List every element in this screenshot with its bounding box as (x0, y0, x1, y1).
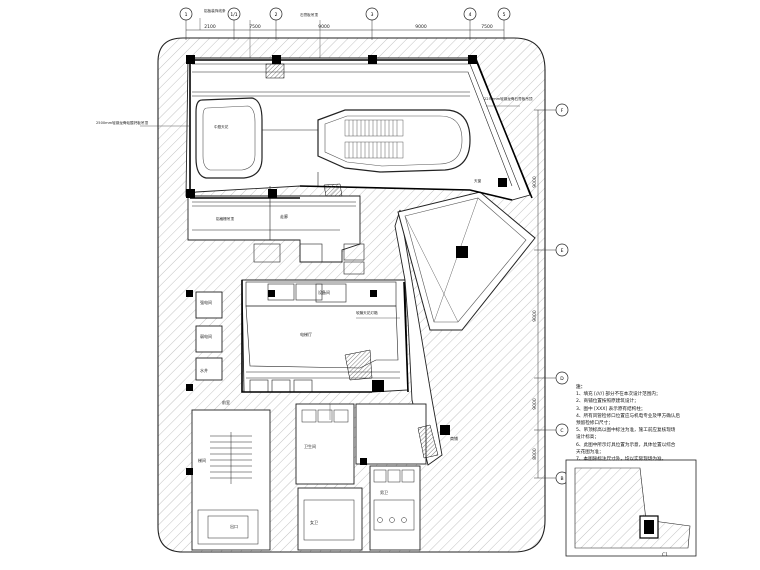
svg-text:1: 1 (185, 12, 188, 18)
note-line: 预留检修口尺寸； (576, 421, 613, 427)
right-dimension-values: 9000 9000 9000 8000 (532, 176, 538, 460)
notes-title: 注： (576, 385, 586, 390)
note-line: 天花图为准； (576, 449, 604, 455)
dim-right-4: 8000 (532, 448, 538, 460)
dim-top-4: 9000 (415, 24, 427, 30)
grid-bubble-top-1: 1 (179, 7, 193, 26)
callout-label-5: 软膜天花灯箱 (356, 310, 378, 315)
decorative-panels (265, 63, 439, 459)
callout-label-6: 铝格栅吊顶 (216, 216, 234, 221)
svg-text:4: 4 (469, 12, 472, 18)
room-label-weak: 弱电间 (200, 333, 212, 339)
room-label-power: 强电间 (200, 299, 212, 305)
grid-bubble-top-3: 2 (269, 7, 283, 26)
room-label-female: 女卫 (310, 519, 318, 525)
callout-label-8: 天窗 (474, 178, 482, 183)
room-label-exit: 出口 (230, 523, 238, 529)
skylight-frame (397, 191, 536, 331)
callout-label-3: 石膏板吊顶 (300, 12, 318, 17)
svg-text:F: F (561, 108, 564, 114)
dim-top-3: 9000 (318, 24, 330, 30)
note-line: 6、此图中所示灯具位置为示意，具体位置以综合 (576, 442, 676, 448)
note-line: 2、商铺位置按照原建筑设计； (576, 399, 639, 405)
svg-text:D: D (560, 376, 564, 382)
svg-text:1/1: 1/1 (230, 12, 237, 18)
ceiling-lines (192, 63, 521, 545)
svg-text:E: E (561, 248, 564, 254)
room-label-corridor: 走廊 (280, 213, 288, 219)
grid-bubble-right-4: C (548, 423, 569, 437)
note-line: 5、吊顶标高以图中标注为准，施工前应复核现场 (576, 428, 676, 434)
grid-bubble-top-6: 5 (497, 7, 511, 26)
callout-label-4: 2250mm轻钢龙骨石膏板吊顶 (484, 96, 533, 101)
note-line: 4、所有风管检修口位置应与机电专业及甲方确认后 (576, 413, 680, 419)
grid-bubble-top-2: 1/1 (227, 7, 241, 26)
room-label-washroom: 卫生间 (304, 443, 316, 449)
room-label-water: 水井 (200, 367, 208, 373)
svg-text:3: 3 (371, 12, 374, 18)
dim-right-1: 9000 (532, 176, 538, 188)
room-labels: 梯间 前室 电梯厅 卫生间 男卫 女卫 商铺 走廊 设备间 强电间 弱电间 水井… (198, 213, 458, 529)
top-dimension-line (185, 26, 505, 40)
grid-bubble-top-5: 4 (463, 7, 477, 26)
svg-text:2: 2 (275, 12, 278, 18)
grid-bubble-right-3: D (548, 371, 569, 385)
callout-labels: 2500mm轻钢龙骨硅酸钙板吊顶 铝板装饰线条 石膏板吊顶 2250mm轻钢龙骨… (96, 8, 533, 315)
room-label-lift-lobby: 电梯厅 (300, 331, 312, 337)
dim-right-2: 9000 (532, 310, 538, 322)
grid-bubbles-top: 1 1/1 2 3 4 5 (179, 7, 511, 26)
grid-bubbles-right: F E D C B (548, 103, 569, 485)
svg-text:C: C (560, 428, 563, 434)
grid-bubble-right-1: F (548, 103, 569, 117)
key-plan: C1 (565, 459, 697, 558)
note-line: 1、填充 [////] 部分不在本次设计范围内； (576, 392, 661, 398)
general-notes: 注： 1、填充 [////] 部分不在本次设计范围内； 2、商铺位置按照原建筑设… (576, 384, 736, 463)
dim-top-5: 7500 (481, 24, 493, 30)
room-label-stair: 梯间 (198, 457, 206, 463)
callout-label-1: 2500mm轻钢龙骨硅酸钙板吊顶 (96, 120, 148, 125)
callout-label-7: 中庭天花 (214, 124, 229, 129)
structural-columns (186, 55, 507, 475)
note-line: 7、本图除标注尺寸外，均以实际现场为准。 (576, 457, 667, 463)
grid-bubble-right-5: B (548, 471, 569, 485)
atrium-void-left (195, 97, 263, 179)
room-label-equipment: 设备间 (318, 289, 330, 295)
svg-text:B: B (560, 476, 563, 482)
callout-label-2: 铝板装饰线条 (204, 8, 226, 13)
right-dimension-line (534, 109, 548, 479)
note-line: 设计标高； (576, 435, 599, 441)
keyplan-label: C1 (662, 552, 668, 558)
top-dimension-values: 2100 7500 9000 9000 7500 (204, 24, 493, 30)
note-line: 3、图中 [XXX] 表示原有结构柱； (576, 406, 646, 412)
dim-top-2: 7500 (249, 24, 261, 30)
dim-top-1: 2100 (204, 24, 216, 30)
room-label-anteroom: 前室 (222, 399, 230, 405)
svg-text:5: 5 (503, 12, 506, 18)
dim-right-3: 9000 (532, 398, 538, 410)
callout-leaders (140, 18, 520, 420)
grid-bubble-right-2: E (548, 243, 569, 257)
room-label-shop: 商铺 (450, 435, 458, 441)
atrium-void-escalator (317, 109, 471, 173)
grid-bubble-top-4: 3 (365, 7, 379, 26)
room-label-male: 男卫 (380, 490, 388, 495)
